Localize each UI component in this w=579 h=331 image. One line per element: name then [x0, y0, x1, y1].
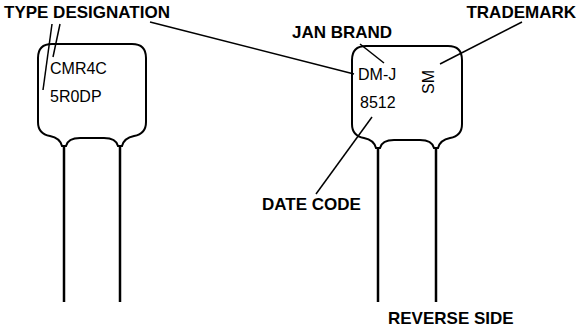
body-marking: DM-J: [358, 66, 396, 84]
trademark-marking: SM: [420, 70, 438, 94]
callout-label: TRADEMARK: [466, 4, 576, 23]
callout-label: JAN BRAND: [292, 24, 392, 43]
callout-label: REVERSE SIDE: [388, 310, 514, 329]
body-marking: CMR4C: [50, 60, 107, 78]
callout-label: TYPE DESIGNATION: [4, 4, 170, 23]
leader-lines: [43, 22, 522, 194]
body-marking: 5R0DP: [50, 88, 102, 106]
callout-label: DATE CODE: [262, 196, 361, 215]
capacitor-leads: [64, 144, 436, 302]
body-marking: 8512: [360, 94, 396, 112]
capacitor-body: [38, 44, 146, 146]
